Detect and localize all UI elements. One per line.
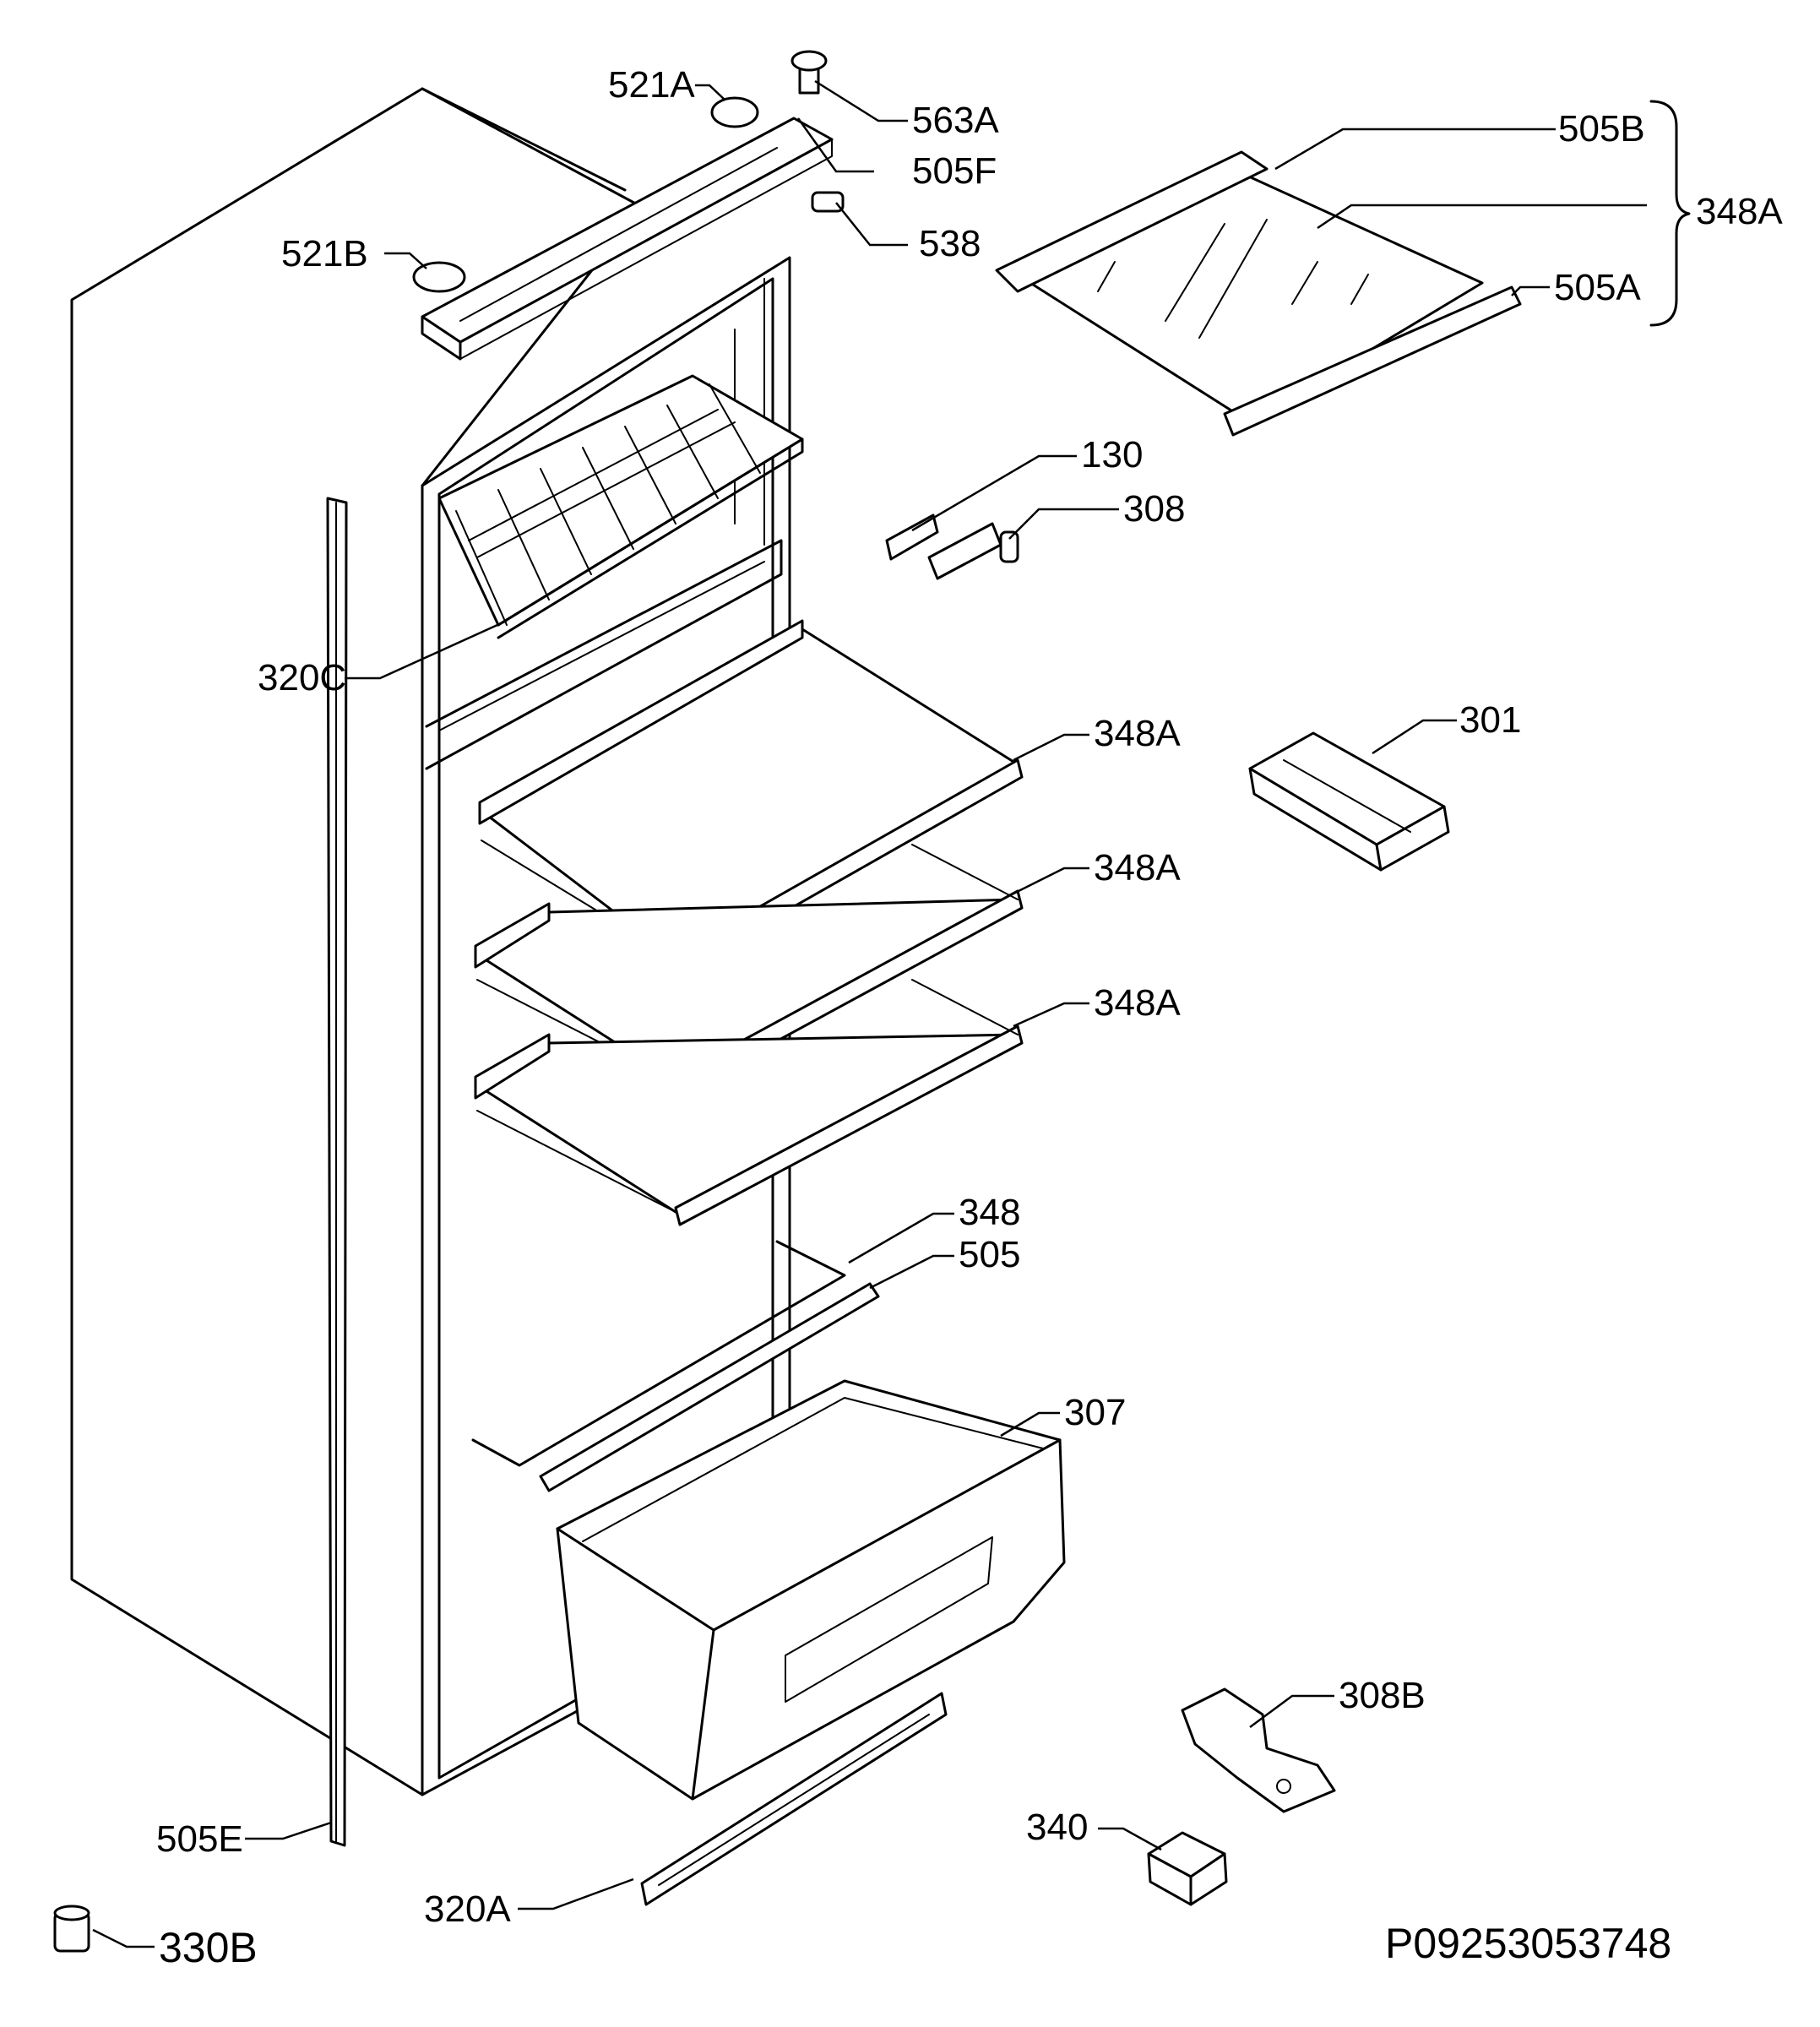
label-563A: 563A: [912, 100, 999, 141]
pivot-538: [811, 191, 845, 213]
ice-tray: [1248, 731, 1450, 872]
kit-brace: [1649, 100, 1691, 327]
label-340: 340: [1026, 1807, 1088, 1848]
label-538: 538: [919, 223, 981, 264]
label-320A: 320A: [424, 1888, 511, 1930]
label-505E: 505E: [156, 1818, 243, 1860]
label-320C: 320C: [258, 657, 346, 698]
label-348A-2: 348A: [1094, 847, 1181, 889]
freezer-wire-shelf: [437, 374, 804, 639]
label-521A: 521A: [608, 64, 695, 106]
hinge-parts: [885, 514, 1019, 580]
foot-330B: [53, 1905, 90, 1953]
cap-521B: [412, 261, 466, 293]
crisper-cover: [471, 1240, 880, 1492]
cap-521A: [710, 96, 759, 128]
label-130: 130: [1081, 434, 1143, 476]
label-307: 307: [1064, 1392, 1126, 1433]
label-505A: 505A: [1554, 267, 1641, 308]
part-labels: 521A 563A 505F 521B 538 505B 348A 505A 1…: [156, 64, 1783, 1971]
drawing-code: P09253053748: [1385, 1920, 1671, 1967]
vegetable-drawer: [556, 1379, 1066, 1801]
shelf-kit: [995, 150, 1522, 437]
label-308B: 308B: [1339, 1675, 1426, 1716]
door-strip: [326, 497, 348, 1847]
label-308: 308: [1123, 488, 1185, 530]
lower-hinge: [1181, 1687, 1336, 1813]
label-521B: 521B: [281, 233, 368, 274]
pin-563A-head: [790, 50, 828, 72]
label-348: 348: [959, 1192, 1020, 1233]
leader-lines: [92, 79, 1647, 1948]
label-505F: 505F: [912, 150, 997, 192]
top-hinge-bar: [421, 117, 834, 361]
bottom-grille: [640, 1692, 948, 1906]
hinge-308: [927, 522, 1002, 580]
plate-130: [885, 514, 939, 561]
label-330B: 330B: [159, 1924, 258, 1971]
bracket-340: [1147, 1831, 1228, 1906]
label-348A-3: 348A: [1094, 982, 1181, 1024]
label-505B: 505B: [1558, 108, 1645, 149]
label-348A-1: 348A: [1094, 713, 1181, 754]
label-348A-kit: 348A: [1696, 191, 1783, 232]
label-301: 301: [1459, 699, 1521, 741]
label-505: 505: [959, 1234, 1020, 1275]
glass-shelf-3: [474, 979, 1024, 1226]
top-small-parts: [412, 50, 845, 293]
